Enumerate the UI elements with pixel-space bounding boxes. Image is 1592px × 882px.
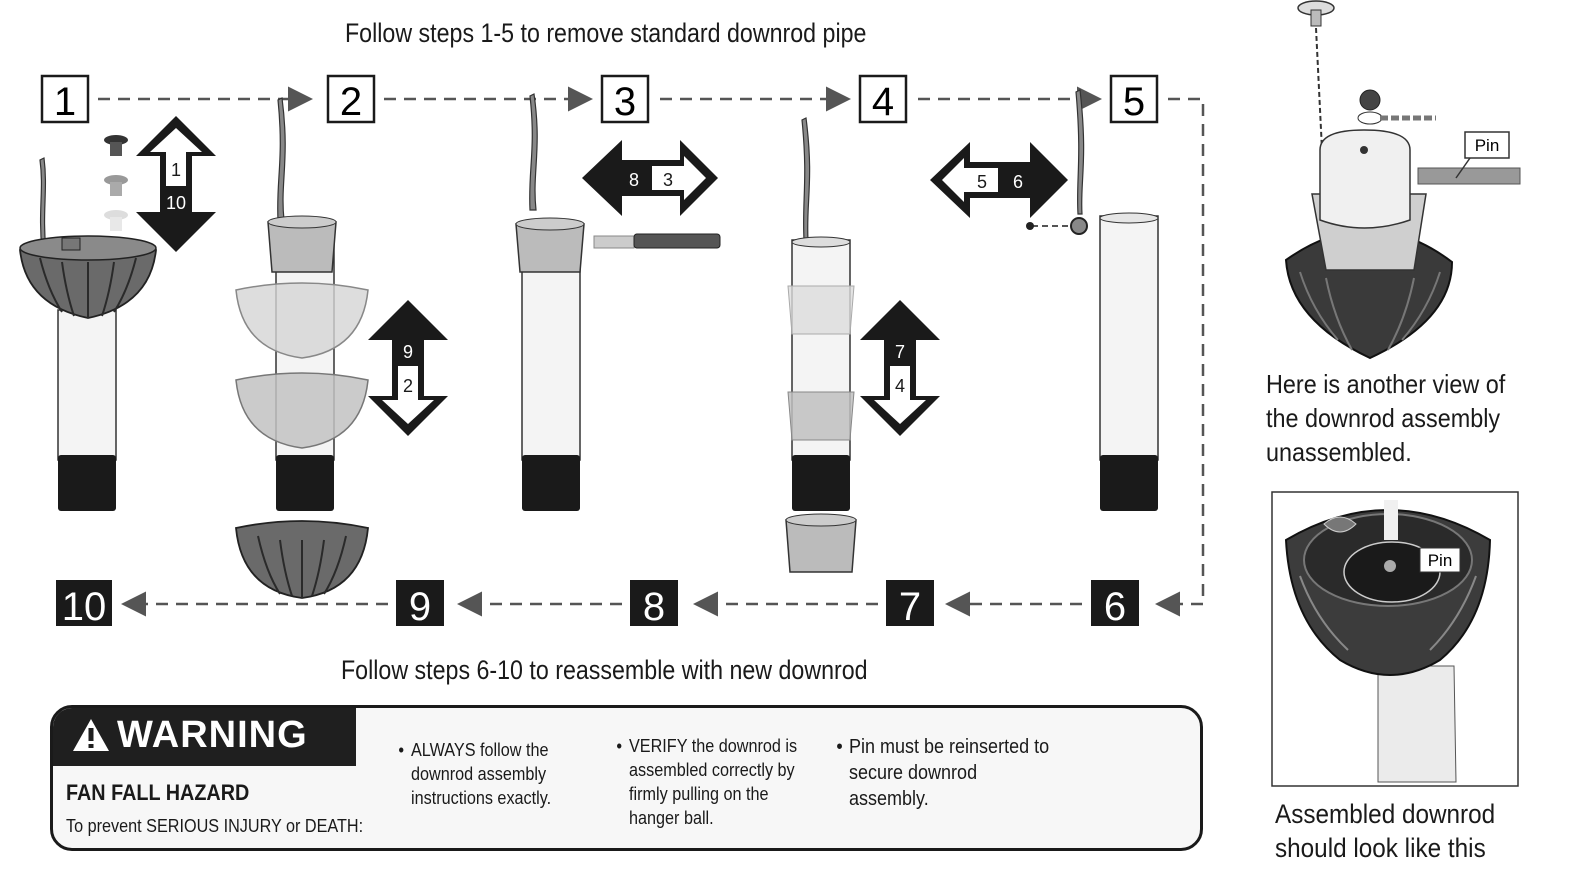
pin-label: Pin (1475, 136, 1500, 155)
side-view-assembled: Pin (1271, 491, 1519, 787)
double-arrow-1-10: 1 10 (136, 116, 216, 252)
step-10-label: 10 (62, 585, 107, 629)
unassembled-caption: Here is another view of the downrod asse… (1266, 369, 1506, 467)
bottom-caption: Follow steps 6-10 to reassemble with new… (341, 655, 868, 685)
arrow-label: 1 (171, 160, 181, 180)
arrow-label: 8 (629, 170, 639, 190)
figure-1-assembly (19, 135, 157, 511)
step-5-label: 5 (1123, 80, 1145, 124)
warning-header: WARNING (53, 708, 356, 766)
arrow-label: 6 (1013, 172, 1023, 192)
double-arrow-5-6: 5 6 (930, 142, 1068, 218)
arrow-label: 3 (663, 170, 673, 190)
double-arrow-8-3: 8 3 (582, 140, 718, 216)
double-arrow-7-4: 7 4 (860, 300, 940, 436)
step-3-label: 3 (614, 80, 636, 124)
warning-triangle-icon (73, 719, 109, 751)
warning-panel: WARNING FAN FALL HAZARD To prevent SERIO… (50, 705, 1203, 851)
assembled-caption: Assembled downrod should look like this (1275, 799, 1496, 863)
figure-3-pin-removal (515, 93, 721, 511)
arrow-label: 7 (895, 342, 905, 362)
step-6-box: 6 (1091, 580, 1139, 629)
step-8-label: 8 (643, 585, 665, 629)
warning-bullet-1: •ALWAYS follow the downrod assembly inst… (398, 740, 552, 808)
step-6-label: 6 (1104, 585, 1126, 629)
step-9-box: 9 (396, 580, 444, 629)
step-7-label: 7 (899, 585, 921, 629)
arrow-label: 10 (166, 193, 186, 213)
step-4-box: 4 (858, 74, 908, 124)
step-2-label: 2 (340, 80, 362, 124)
step-1-box: 1 (40, 74, 90, 124)
top-flow-connectors (98, 86, 1205, 617)
step-7-box: 7 (886, 580, 934, 629)
arrow-label: 5 (977, 172, 987, 192)
hazard-heading: FAN FALL HAZARD (66, 780, 250, 805)
step-5-box: 5 (1109, 74, 1159, 124)
pin-label: Pin (1428, 551, 1453, 570)
step-3-box: 3 (600, 74, 650, 124)
figure-5-downrod (1026, 89, 1159, 511)
screw-icons (104, 135, 128, 231)
arrow-label: 4 (895, 376, 905, 396)
step-10-box: 10 (56, 580, 112, 629)
warning-title: WARNING (117, 714, 308, 756)
warning-bullet-3: •Pin must be reinserted to secure downro… (836, 736, 1050, 810)
step-9-label: 9 (409, 585, 431, 629)
figure-2-exploded (235, 97, 369, 599)
side-view-unassembled: Pin (1284, 0, 1521, 360)
double-arrow-9-2: 9 2 (368, 300, 448, 436)
warning-bullet-2: •VERIFY the downrod is assembled correct… (616, 736, 798, 828)
arrow-label: 2 (403, 376, 413, 396)
top-caption: Follow steps 1-5 to remove standard down… (345, 18, 867, 48)
figure-4-collar (785, 117, 857, 573)
step-2-box: 2 (326, 74, 376, 124)
step-4-label: 4 (872, 80, 894, 124)
arrow-label: 9 (403, 342, 413, 362)
prevent-text: To prevent SERIOUS INJURY or DEATH: (66, 816, 364, 836)
step-8-box: 8 (630, 580, 678, 629)
step-1-label: 1 (54, 80, 76, 124)
